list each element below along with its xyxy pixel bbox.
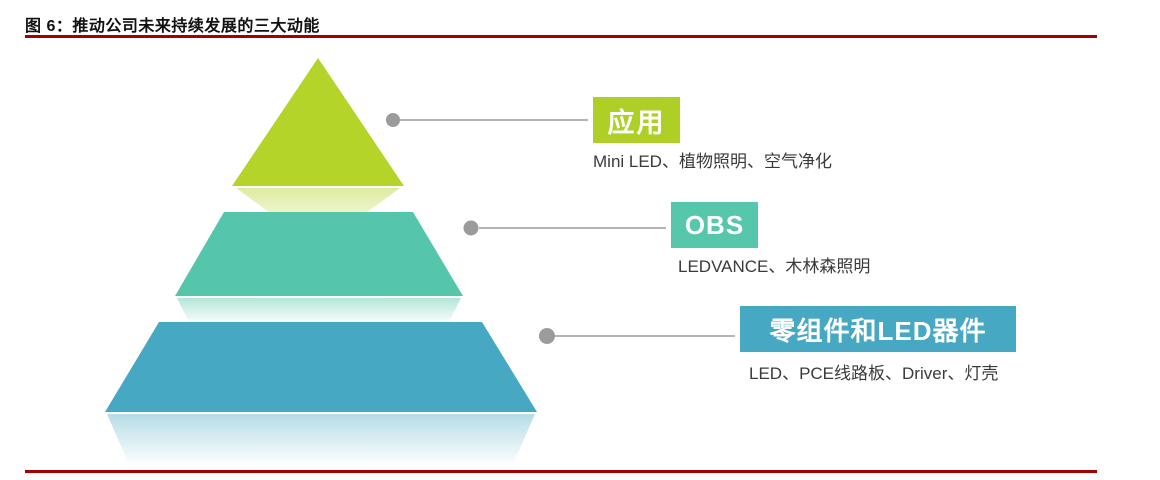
tier-label-applications: 应用 [593,97,680,143]
figure-bottom-rule [25,470,1097,473]
caption-underline [25,35,1097,38]
tier-components-reflection [107,414,535,469]
connector-dot-icon [539,328,555,344]
tier-label-obs: OBS [671,202,758,248]
tier-detail-applications: Mini LED、植物照明、空气净化 [593,152,832,171]
tier-obs-reflection [177,298,461,326]
tier-obs-shape [175,212,463,296]
tier-components-shape [105,322,537,412]
figure-caption: 图 6：推动公司未来持续发展的三大动能 [25,18,320,35]
connector-dot-icon [386,113,400,127]
tier-detail-components: LED、PCE线路板、Driver、灯壳 [749,364,999,383]
tier-applications-shape [232,58,404,186]
tier-label-components: 零组件和LED器件 [740,306,1016,352]
connector-dot-icon [463,220,479,236]
tier-detail-obs: LEDVANCE、木林森照明 [678,257,871,276]
